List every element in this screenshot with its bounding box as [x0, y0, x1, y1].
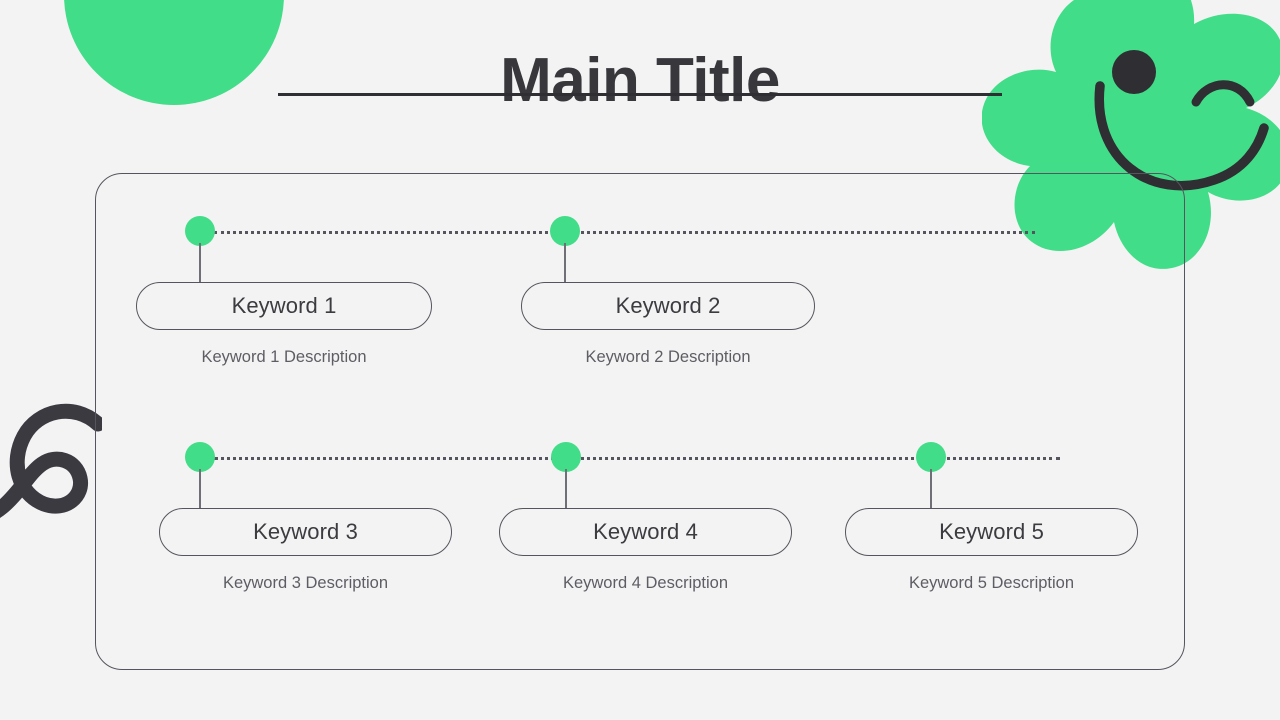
timeline-node-dot-icon [185, 216, 215, 246]
keyword-description: Keyword 5 Description [908, 574, 1075, 592]
keyword-pill-label: Keyword 4 [593, 519, 698, 544]
timeline-node-stem [199, 469, 201, 508]
keyword-description: Keyword 2 Description [585, 348, 751, 366]
keyword-pill[interactable]: Keyword 5 [845, 508, 1138, 556]
keyword-pill[interactable]: Keyword 1 [136, 282, 432, 330]
timeline-node-stem [199, 243, 201, 282]
page-title: Main Title [500, 46, 780, 115]
keyword-pill-label: Keyword 1 [231, 293, 337, 318]
timeline-node-dot-icon [550, 216, 580, 246]
keyword-pill[interactable]: Keyword 2 [521, 282, 815, 330]
timeline-node-stem [930, 469, 932, 508]
timeline-node-stem [564, 243, 566, 282]
timeline-node-dot-icon [551, 442, 581, 472]
keyword-pill-label: Keyword 5 [939, 519, 1044, 544]
keyword-description: Keyword 3 Description [222, 574, 389, 592]
keyword-pill-label: Keyword 2 [615, 293, 721, 318]
dotted-connector-rail [214, 457, 1060, 460]
keyword-description: Keyword 4 Description [562, 574, 729, 592]
keyword-pill[interactable]: Keyword 3 [159, 508, 452, 556]
keyword-description: Keyword 1 Description [201, 348, 367, 366]
header: Main Title [0, 48, 1280, 113]
title-underline-rule [278, 93, 1002, 96]
keyword-pill[interactable]: Keyword 4 [499, 508, 792, 556]
keyword-pill-label: Keyword 3 [253, 519, 358, 544]
content-panel [95, 173, 1185, 670]
dark-squiggle-decoration [0, 396, 106, 536]
timeline-node-dot-icon [185, 442, 215, 472]
timeline-node-stem [565, 469, 567, 508]
timeline-node-dot-icon [916, 442, 946, 472]
dotted-connector-rail [214, 231, 1035, 234]
